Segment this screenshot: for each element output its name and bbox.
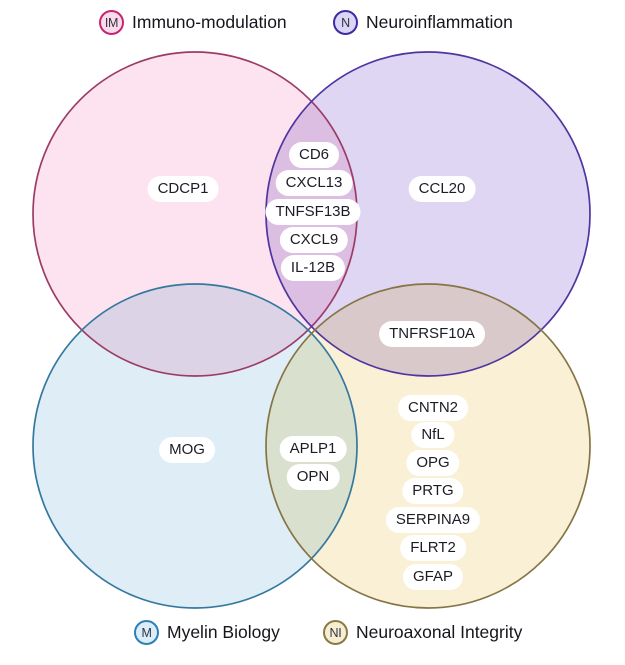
legend-neuroaxonal-integrity: NI Neuroaxonal Integrity bbox=[323, 620, 522, 645]
gene-pill-aplp1: APLP1 bbox=[279, 436, 347, 462]
n-badge-icon: N bbox=[333, 10, 358, 35]
im-badge-abbr: IM bbox=[104, 15, 119, 30]
n-circle-fill bbox=[266, 52, 590, 376]
gene-pill-opn: OPN bbox=[286, 464, 340, 490]
gene-pill-il-12b: IL-12B bbox=[280, 255, 346, 281]
m-badge-icon: M bbox=[134, 620, 159, 645]
ni-badge-abbr: NI bbox=[329, 625, 342, 640]
gene-pill-opg: OPG bbox=[406, 450, 460, 476]
gene-pill-flrt2: FLRT2 bbox=[400, 535, 466, 561]
im-circle-fill bbox=[33, 52, 357, 376]
ni-circle-outline bbox=[265, 283, 591, 609]
gene-pill-nfl: NfL bbox=[411, 422, 455, 448]
ni-badge-icon: NI bbox=[323, 620, 348, 645]
legend-label-neuroaxonal-integrity: Neuroaxonal Integrity bbox=[356, 622, 523, 642]
m-badge-abbr: M bbox=[141, 625, 152, 640]
gene-pill-cxcl9: CXCL9 bbox=[279, 227, 349, 253]
n-badge-abbr: N bbox=[341, 15, 350, 30]
legend-neuroinflammation: N Neuroinflammation bbox=[333, 10, 513, 35]
gene-pill-cd6: CD6 bbox=[288, 142, 340, 168]
m-circle-outline bbox=[32, 283, 358, 609]
legend-immuno-modulation: IM Immuno-modulation bbox=[99, 10, 287, 35]
gene-pill-gfap: GFAP bbox=[402, 564, 464, 590]
legend-myelin-biology: M Myelin Biology bbox=[134, 620, 280, 645]
gene-pill-mog: MOG bbox=[159, 437, 215, 463]
gene-pill-cxcl13: CXCL13 bbox=[275, 170, 353, 196]
im-badge-icon: IM bbox=[99, 10, 124, 35]
gene-pill-ccl20: CCL20 bbox=[408, 176, 476, 202]
gene-pill-serpina9: SERPINA9 bbox=[385, 507, 481, 533]
gene-pill-prtg: PRTG bbox=[402, 478, 464, 504]
legend-label-immuno-modulation: Immuno-modulation bbox=[132, 12, 287, 32]
legend-label-neuroinflammation: Neuroinflammation bbox=[366, 12, 513, 32]
gene-pill-cdcp1: CDCP1 bbox=[147, 176, 219, 202]
legend-label-myelin-biology: Myelin Biology bbox=[167, 622, 280, 642]
gene-pill-cntn2: CNTN2 bbox=[397, 395, 469, 421]
gene-pill-tnfrsf10a: TNFRSF10A bbox=[379, 321, 485, 347]
gene-pill-tnfsf13b: TNFSF13B bbox=[265, 199, 361, 225]
